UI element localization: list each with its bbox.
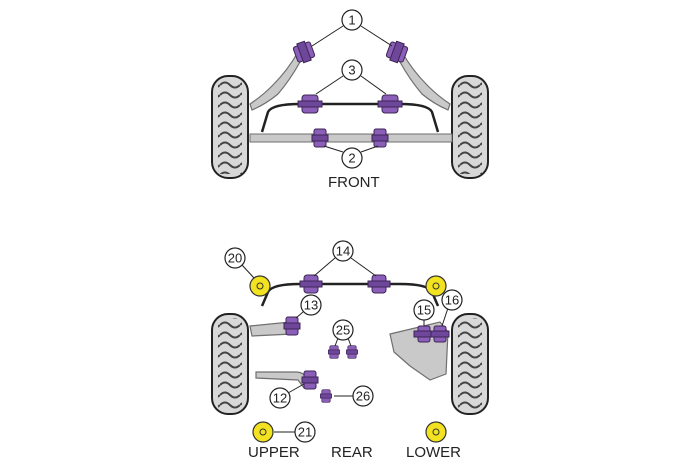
front-bush-3-right [377, 94, 403, 114]
callout-20-number: 20 [228, 251, 242, 266]
front-label: FRONT [328, 174, 380, 191]
front-bush-2-left [311, 128, 329, 148]
front-assembly: 1 3 2 FRONT [211, 9, 489, 191]
callout-12-number: 12 [273, 391, 287, 406]
upper-mount-left [249, 275, 271, 297]
callout-14: 14 [313, 240, 377, 277]
legend-lower-label: LOWER [406, 444, 461, 461]
front-right-tyre [451, 75, 489, 179]
rear-assembly: 20 14 13 25 12 26 [211, 240, 489, 461]
front-left-tyre [211, 75, 249, 179]
callout-25: 25 [332, 319, 354, 347]
rear-bush-16 [430, 325, 450, 343]
callout-12: 12 [269, 383, 305, 409]
rear-bush-25-left [328, 345, 340, 359]
callout-3-number: 3 [348, 63, 355, 78]
callout-20: 20 [224, 247, 255, 279]
callout-1-number: 1 [348, 13, 355, 28]
front-anti-roll-bar [260, 102, 440, 133]
callout-26: 26 [334, 385, 374, 407]
rear-bush-13 [283, 316, 301, 336]
front-bush-1-right [385, 40, 409, 64]
callout-15-number: 15 [417, 303, 431, 318]
callout-25-number: 25 [336, 323, 350, 338]
legend-upper-label: UPPER [248, 444, 300, 461]
callout-13: 13 [295, 294, 322, 319]
callout-14-number: 14 [336, 244, 350, 259]
rear-bush-25-right [346, 345, 358, 359]
front-bush-3-left [297, 94, 323, 114]
callout-2: 2 [323, 145, 379, 169]
lower-mount-right [425, 275, 447, 297]
callout-2-number: 2 [348, 151, 355, 166]
rear-bush-26 [320, 389, 332, 403]
callout-15: 15 [413, 299, 435, 326]
front-bush-2-right [371, 128, 389, 148]
callout-16-number: 16 [445, 293, 459, 308]
callout-13-number: 13 [304, 298, 318, 313]
rear-bush-12 [301, 370, 319, 390]
callout-16: 16 [441, 289, 463, 327]
legend-upper-mount [252, 421, 274, 443]
callout-1: 1 [311, 9, 393, 47]
callout-21: 21 [274, 421, 316, 443]
front-bush-1-left [292, 40, 316, 64]
legend-lower-mount [425, 421, 447, 443]
front-crossmember [249, 133, 453, 143]
rear-anti-roll-bar [260, 282, 440, 307]
rear-label: REAR [331, 444, 373, 461]
callout-21-number: 21 [298, 425, 312, 440]
rear-left-tyre [211, 313, 249, 415]
callout-26-number: 26 [356, 389, 370, 404]
rear-right-tyre [451, 313, 489, 415]
callout-3: 3 [315, 59, 387, 95]
rear-bush-14-right [367, 274, 391, 294]
rear-bush-14-left [299, 274, 323, 294]
